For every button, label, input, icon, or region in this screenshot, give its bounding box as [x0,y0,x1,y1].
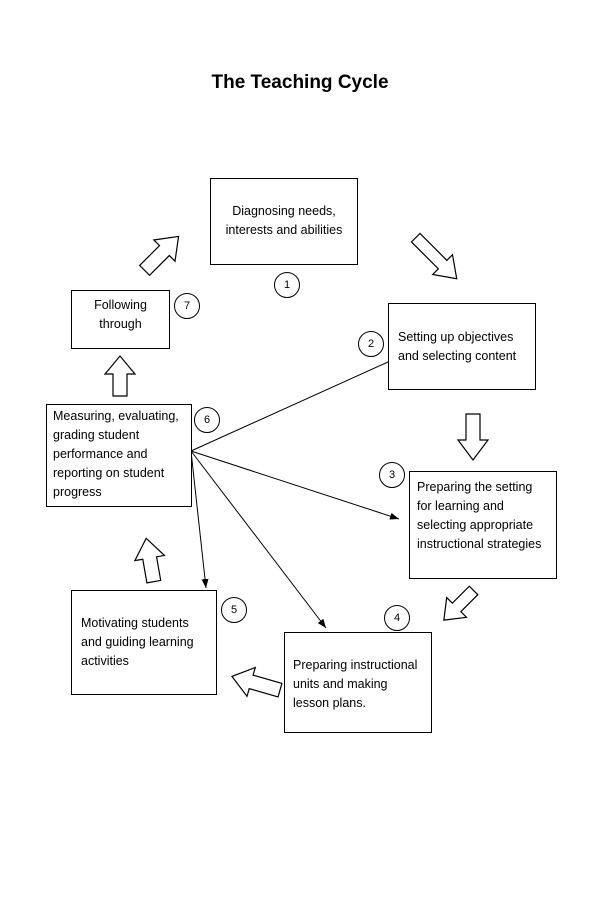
connector-6-to-2 [190,361,389,452]
step-7-number: 7 [174,293,200,319]
step-1-number: 1 [274,272,300,298]
step-1-label: Diagnosing needs, interests and abilitie… [225,204,343,237]
step-4-box: Preparing instructional units and making… [284,632,432,733]
step-2-label: Setting up objectives and selecting cont… [398,330,517,363]
connector-6-to-4 [190,450,327,629]
block-arrow-6-to-7 [103,355,137,397]
diagram-title: The Teaching Cycle [211,72,389,93]
connector-6-to-5 [190,450,209,589]
step-2-number: 2 [358,331,384,357]
step-6-label: Measuring, evaluating, grading student p… [53,409,179,499]
step-3-box: Preparing the setting for learning and s… [409,471,557,579]
block-arrow-3-to-4 [443,585,479,621]
block-arrow-2-to-3 [456,413,490,461]
step-3-label: Preparing the setting for learning and s… [417,480,542,551]
step-1-box: Diagnosing needs, interests and abilitie… [210,178,358,265]
connector-6-to-3 [190,450,400,520]
step-2-box: Setting up objectives and selecting cont… [388,303,536,390]
step-5-box: Motivating students and guiding learning… [71,590,217,695]
block-arrow-7-to-1 [138,235,180,277]
step-6-number: 6 [194,407,220,433]
step-5-number: 5 [221,597,247,623]
step-4-number: 4 [384,605,410,631]
step-6-box: Measuring, evaluating, grading student p… [46,404,192,507]
step-4-label: Preparing instructional units and making… [293,658,418,710]
block-arrow-5-to-6 [133,537,166,584]
step-5-label: Motivating students and guiding learning… [81,616,194,668]
step-3-number: 3 [379,462,405,488]
block-arrow-4-to-5 [230,666,283,698]
block-arrow-1-to-2 [410,232,458,280]
step-7-box: Following through [71,290,170,349]
step-7-label: Following through [94,298,147,331]
